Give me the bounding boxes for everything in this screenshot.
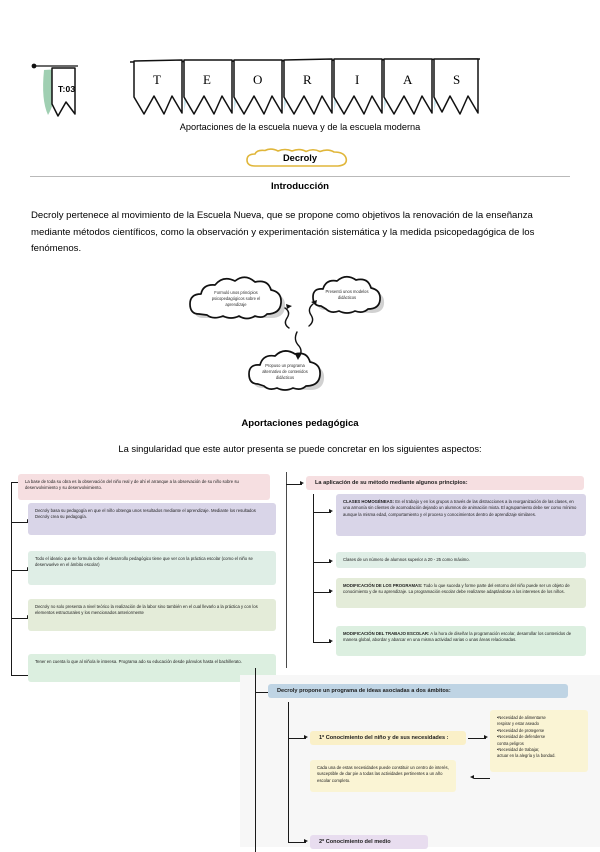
decroly-chip: Decroly [243, 148, 357, 170]
bunting-letter-5: I [355, 72, 360, 87]
bunting-letter-4: R [303, 72, 312, 87]
bottom-title-box: Decroly propone un programa de ideas aso… [268, 684, 568, 698]
needs-line-2: •Necesidad de protegerse [497, 727, 545, 733]
left-box-1: Decroly basa su pedagogía en que el niño… [28, 503, 276, 535]
cloud-left: Formuló unos principios psicopedagógicos… [190, 280, 282, 318]
right-box-3-text: A la hora de diseñar la programación esc… [343, 631, 572, 643]
bottom-arrow-2 [304, 839, 308, 844]
needs-line-4: contra peligros [497, 740, 524, 746]
right-branch-title [286, 484, 302, 485]
clouds-diagram: Formuló unos principios psicopedagógicos… [185, 262, 415, 397]
bottom-item1-box: 1º Conocimiento del niño y de sus necesi… [310, 731, 466, 745]
right-box-2-bold: MODIFICACIÓN DE LOS PROGRAMAS: [343, 583, 423, 588]
right-box-3-bold: MODIFICACIÓN DEL TRABAJO ESCOLAR: [343, 631, 430, 636]
right-box-1-text: Clases de un número de alumnos superior … [343, 557, 470, 562]
bottom-item2-box: 2º Conocimiento del medio [310, 835, 428, 849]
needs-line-3: •Necesidad de defenderse [497, 734, 546, 740]
chapter-tag-flag: T:03 [28, 60, 108, 130]
right-box-1: Clases de un número de alumnos superior … [336, 552, 586, 568]
left-box-2-text: Todo el ideario que se formula sobre el … [35, 556, 253, 568]
left-box-3-text: Decroly no solo presenta a nivel teórico… [35, 604, 258, 616]
document-subtitle: Aportaciones de la escuela nueva y de la… [179, 122, 421, 132]
right-branch-3 [313, 642, 331, 643]
bottom-note-box: Cada una de estas necesidades puede cons… [310, 760, 456, 792]
right-box-0-bold: CLASES HOMOGÉNEAS: [343, 499, 395, 504]
left-box-4: Tener en cuenta lo que al niño/a le inte… [28, 654, 276, 682]
aportaciones-lead: La singularidad que este autor presenta … [118, 443, 482, 454]
needs-arrow [484, 735, 488, 740]
right-box-2: MODIFICACIÓN DE LOS PROGRAMAS: Todo lo q… [336, 578, 586, 608]
right-arrow-3 [329, 639, 333, 644]
cloud-bottom: Propuso un programa alternativo de conte… [249, 354, 321, 390]
right-arrow-1 [329, 559, 333, 564]
right-title-text: La aplicación de su método mediante algu… [315, 480, 468, 486]
needs-line-6: actuar en la alegría y la bondad. [497, 753, 556, 759]
right-arrow-title [300, 481, 304, 486]
needs-line-1: respirar y estar aseado [497, 721, 539, 727]
left-branch-1 [11, 522, 29, 523]
bunting-flags-icon [129, 58, 481, 115]
cloud-right: Presentó unos modelos didácticos [313, 278, 381, 312]
section-heading-introduccion: Introducción [270, 181, 330, 192]
left-box-3: Decroly no solo presenta a nivel teórico… [28, 599, 276, 631]
left-branch-2 [11, 570, 29, 571]
left-spine [11, 482, 12, 675]
needs-connector [468, 738, 486, 739]
header-divider [30, 176, 570, 177]
bunting-letter-1: T [153, 72, 161, 87]
decroly-chip-label: Decroly [282, 153, 318, 163]
bunting-letter-6: A [403, 72, 413, 87]
right-arrow-0 [329, 509, 333, 514]
left-branch-3 [11, 618, 29, 619]
right-box-2-text: Todo lo que suceda y forme parte del ent… [343, 583, 570, 595]
left-box-0-text: La base de toda su obra es la observació… [25, 479, 239, 491]
bottom-branch-2 [288, 842, 306, 843]
banner-header: T:03 [0, 55, 600, 130]
cloud-bottom-text: Propuso un programa alternativo de conte… [262, 362, 308, 381]
right-box-0: CLASES HOMOGÉNEAS: En el trabajo y en lo… [336, 494, 586, 536]
bottom-spine [255, 668, 256, 852]
left-box-4-text: Tener en cuenta lo que al niño/a le inte… [35, 659, 242, 664]
clouds-shapes [189, 275, 385, 391]
right-box-0-text: En el trabajo y en los grupos a través d… [343, 499, 577, 517]
left-box-2: Todo el ideario que se formula sobre el … [28, 551, 276, 585]
column-divider [286, 472, 287, 668]
concept-map: La base de toda su obra es la observació… [0, 470, 600, 852]
bunting-title: T E O R I A S [128, 55, 484, 127]
bottom-branch-title [255, 692, 269, 693]
flag-icon [31, 63, 78, 117]
right-branch-2 [313, 592, 331, 593]
needs-box: •Necesidad de alimentarse respirar y est… [490, 710, 588, 772]
right-title-box: La aplicación de su método mediante algu… [306, 476, 584, 490]
left-box-1-text: Decroly basa su pedagogía en que el niño… [35, 508, 256, 520]
left-branch-4 [11, 675, 29, 676]
section-heading-aportaciones: Aportaciones pedagógica [241, 418, 359, 429]
chapter-tag-label: T:03 [58, 84, 76, 94]
right-branch-0 [313, 512, 331, 513]
bottom-item2-label: 2º Conocimiento del medio [319, 839, 391, 845]
bottom-arrow-1 [304, 735, 308, 740]
cloud-left-text: Formuló unos principios psicopedagógicos… [211, 289, 261, 308]
note-arrow [470, 775, 474, 780]
bunting-letter-2: E [203, 72, 211, 87]
bottom-inner-spine [288, 702, 289, 842]
bottom-title-text: Decroly propone un programa de ideas aso… [277, 688, 451, 694]
bunting-letter-3: O [253, 72, 263, 87]
cloud-right-text: Presentó unos modelos didácticos [325, 288, 369, 300]
bottom-item1-label: 1º Conocimiento del niño y de sus necesi… [319, 735, 449, 741]
right-arrow-2 [329, 589, 333, 594]
right-branch-1 [313, 562, 331, 563]
left-box-0: La base de toda su obra es la observació… [18, 474, 270, 500]
needs-line-5: •Necesidad de trabajar, [497, 747, 540, 753]
needs-line-0: •Necesidad de alimentarse [497, 715, 546, 720]
intro-paragraph: Decroly pertenece al movimiento de la Es… [31, 210, 535, 254]
bottom-note-text: Cada una de estas necesidades puede cons… [317, 765, 449, 783]
right-box-3: MODIFICACIÓN DEL TRABAJO ESCOLAR: A la h… [336, 626, 586, 656]
right-spine [313, 494, 314, 642]
bottom-branch-1 [288, 738, 306, 739]
bunting-letter-7: S [453, 72, 461, 87]
cloud-chip-icon [246, 148, 348, 167]
note-connector [474, 778, 490, 779]
